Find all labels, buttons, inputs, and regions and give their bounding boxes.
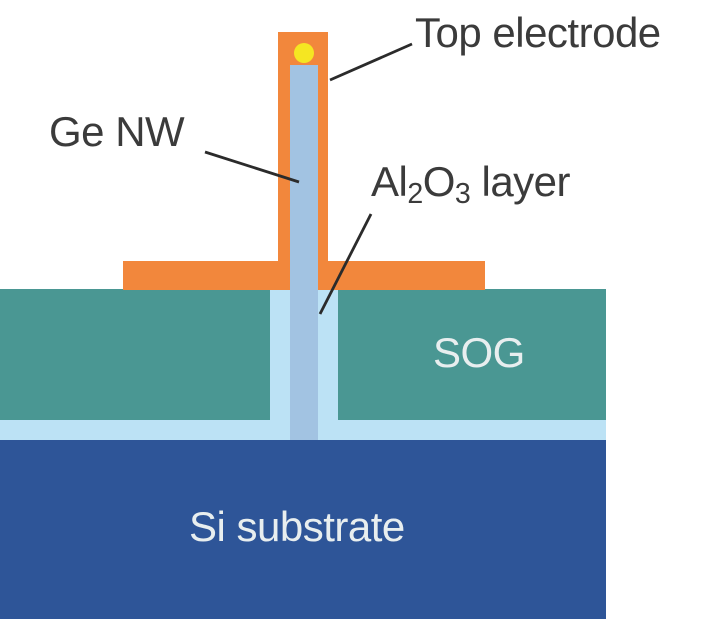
sog-layer-left (0, 289, 270, 420)
al2o3-label-sub1: 2 (407, 178, 423, 211)
si-substrate-layer (0, 440, 606, 619)
nanowire-tip-dot (294, 43, 314, 63)
al2o3-label-base2: O (422, 158, 456, 205)
al2o3-label-rest: layer (470, 158, 571, 205)
sog-layer-right (338, 289, 606, 420)
al2o3-label-base1: Al (371, 158, 408, 205)
ge-nw-label: Ge NW (49, 108, 185, 155)
si-substrate-label: Si substrate (189, 503, 405, 550)
leader-line-top-electrode (329, 42, 413, 82)
top-electrode-label: Top electrode (415, 9, 661, 56)
sog-label: SOG (433, 329, 525, 376)
al2o3-label-sub2: 3 (454, 178, 471, 211)
ge-nanowire (290, 65, 318, 440)
al2o3-label: Al2O3 layer (371, 158, 571, 208)
